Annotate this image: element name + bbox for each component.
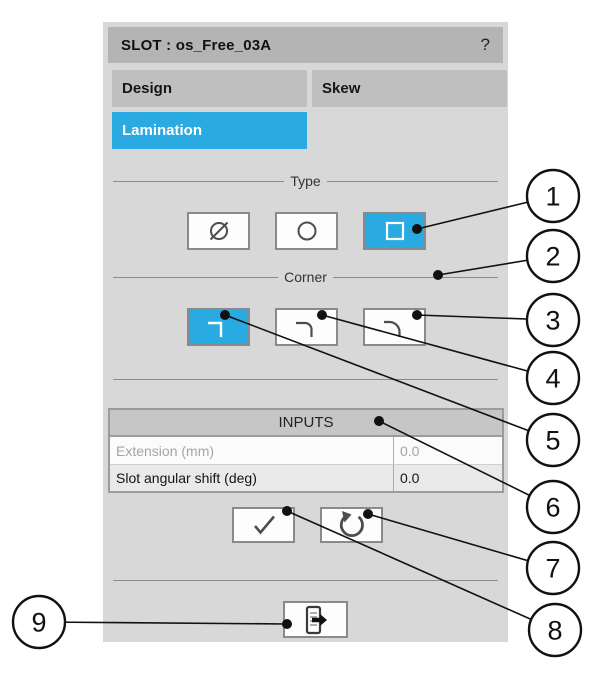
- callout-number-5: 5: [545, 426, 560, 456]
- tab-design[interactable]: Design: [112, 70, 307, 107]
- sharp-corner-icon: [207, 321, 222, 337]
- slot-angular-shift-value-field[interactable]: 0.0: [400, 470, 420, 486]
- callout-circle-2: [525, 228, 581, 284]
- callout-circle-1: [525, 168, 581, 224]
- help-button[interactable]: ?: [480, 35, 490, 54]
- callout-number-3: 3: [545, 306, 560, 336]
- type-button-group: [187, 212, 426, 250]
- tab-skew-label: Skew: [322, 80, 361, 97]
- corner-section-divider: Corner: [113, 267, 499, 287]
- callout-circle-6: [525, 479, 581, 535]
- callout-number-4: 4: [545, 364, 560, 394]
- corner-button-group: [187, 308, 426, 346]
- callout-number-6: 6: [545, 493, 560, 523]
- corner-sharp-button[interactable]: [187, 308, 250, 346]
- divider-line: [113, 276, 279, 278]
- callout-circle-9: [11, 594, 67, 650]
- round-corner-icon: [383, 320, 401, 337]
- type-round-button[interactable]: [275, 212, 338, 250]
- tab-design-label: Design: [122, 80, 173, 97]
- slot-properties-panel: SLOT : os_Free_03A ? Design Skew Laminat…: [103, 22, 508, 642]
- callout-number-9: 9: [31, 608, 46, 638]
- circle-icon: [297, 221, 316, 241]
- callout-number-1: 1: [545, 182, 560, 212]
- section-divider: [113, 379, 498, 380]
- type-section-label: Type: [290, 173, 321, 189]
- corner-section-label: Corner: [284, 269, 327, 285]
- inputs-table-header: INPUTS: [110, 410, 502, 437]
- table-row-extension: Extension (mm) 0.0: [110, 437, 502, 464]
- corner-round-button[interactable]: [363, 308, 426, 346]
- undo-icon: [339, 511, 364, 537]
- type-none-button[interactable]: [187, 212, 250, 250]
- type-square-button[interactable]: [363, 212, 426, 250]
- small-radius-corner-icon: [295, 321, 313, 337]
- callout-number-8: 8: [547, 616, 562, 646]
- divider-line: [326, 180, 499, 182]
- callout-circle-3: [525, 292, 581, 348]
- panel-titlebar: SLOT : os_Free_03A ?: [108, 27, 503, 63]
- callout-circle-7: [525, 540, 581, 596]
- slashed-circle-icon: [209, 221, 228, 241]
- tab-skew[interactable]: Skew: [312, 70, 507, 107]
- callout-number-2: 2: [545, 242, 560, 272]
- slot-angular-shift-label: Slot angular shift (deg): [110, 465, 394, 491]
- check-icon: [253, 515, 275, 535]
- reset-button[interactable]: [320, 507, 383, 543]
- corner-small-radius-button[interactable]: [275, 308, 338, 346]
- square-icon: [385, 221, 404, 241]
- panel-title: SLOT : os_Free_03A: [121, 36, 272, 54]
- extension-value-field[interactable]: 0.0: [400, 442, 420, 459]
- sidebar-item-lamination[interactable]: Lamination: [112, 112, 307, 149]
- callout-circle-4: [525, 350, 581, 406]
- action-button-group: [232, 507, 383, 543]
- callout-circle-8: [527, 602, 583, 658]
- inputs-table: INPUTS Extension (mm) 0.0 Slot angular s…: [108, 408, 504, 493]
- lamination-label: Lamination: [122, 122, 203, 139]
- extension-label: Extension (mm): [110, 437, 394, 464]
- confirm-button[interactable]: [232, 507, 295, 543]
- callout-number-7: 7: [545, 554, 560, 584]
- export-button[interactable]: [283, 601, 348, 638]
- divider-line: [332, 276, 499, 278]
- callout-circle-5: [525, 412, 581, 468]
- footer-divider: [113, 580, 498, 581]
- export-icon: [305, 605, 327, 634]
- inputs-header-label: INPUTS: [278, 414, 334, 431]
- table-row-slot-angular-shift: Slot angular shift (deg) 0.0: [110, 464, 502, 491]
- type-section-divider: Type: [113, 171, 499, 191]
- divider-line: [113, 180, 285, 182]
